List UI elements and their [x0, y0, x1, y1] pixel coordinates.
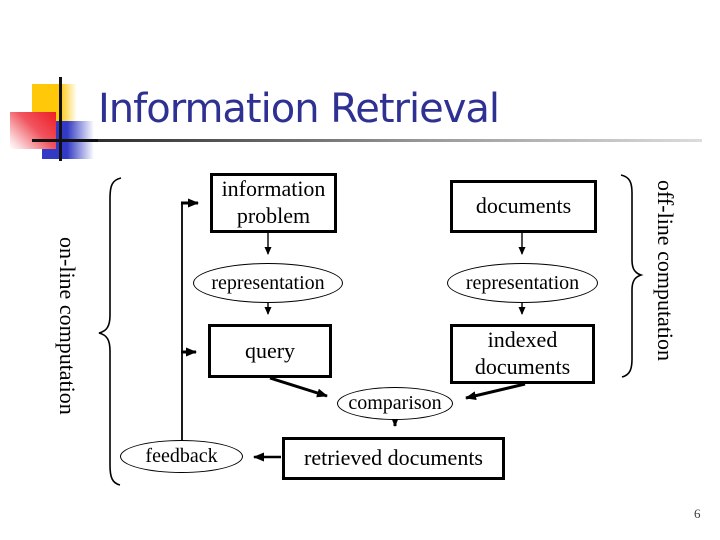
- decor-horizontal-line: [32, 139, 100, 142]
- page-number: 6: [694, 506, 701, 521]
- offline-computation-label: off-line computation: [653, 180, 678, 362]
- node-representation-documents: representation: [447, 263, 598, 303]
- decor-vertical-line: [59, 77, 62, 161]
- node-retrieved-documents: retrieved documents: [282, 437, 505, 480]
- online-computation-label: on-line computation: [55, 237, 80, 415]
- node-indexed-documents-label: indexed documents: [474, 327, 571, 379]
- node-retrieved-documents-label: retrieved documents: [304, 445, 483, 471]
- node-information-problem: information problem: [210, 173, 337, 233]
- node-documents-label: documents: [475, 193, 572, 219]
- node-feedback: feedback: [120, 440, 243, 473]
- page-title: Information Retrieval: [98, 86, 500, 132]
- node-query: query: [208, 324, 332, 378]
- title-underline-rule: [98, 139, 702, 142]
- online-brace: [98, 177, 122, 486]
- node-query-label: query: [244, 337, 296, 363]
- node-representation-query: representation: [193, 263, 343, 303]
- node-representation-query-label: representation: [211, 271, 325, 294]
- arrow-query-to-comparison: [269, 376, 328, 398]
- arrow-indexed-to-comparison: [465, 382, 526, 401]
- node-comparison: comparison: [337, 387, 453, 420]
- node-feedback-label: feedback: [145, 445, 218, 468]
- decor-red-square: [10, 112, 56, 149]
- node-representation-documents-label: representation: [465, 271, 580, 294]
- node-information-problem-label: information problem: [221, 176, 326, 228]
- node-comparison-label: comparison: [348, 392, 442, 415]
- node-indexed-documents: indexed documents: [450, 324, 595, 384]
- offline-brace: [620, 174, 644, 378]
- node-documents: documents: [450, 180, 597, 233]
